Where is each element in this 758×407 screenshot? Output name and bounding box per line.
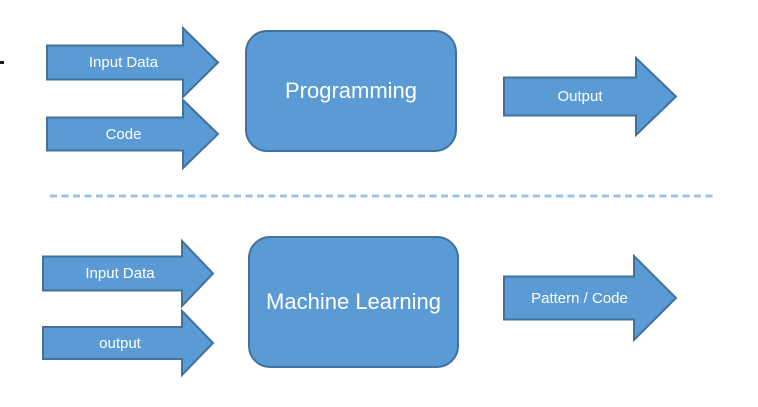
input-data-arrow-bottom: Input Data bbox=[42, 238, 215, 309]
output-arrow-top: Output bbox=[503, 55, 678, 138]
edge-artifact-dash bbox=[0, 61, 4, 64]
divider-dashed-line bbox=[50, 194, 716, 198]
programming-box: Programming bbox=[245, 30, 457, 152]
input-data-arrow-top: Input Data bbox=[46, 25, 220, 100]
right-block-arrow-icon bbox=[46, 25, 220, 100]
right-block-arrow-icon bbox=[42, 238, 215, 309]
right-block-arrow-icon bbox=[46, 97, 220, 171]
machine-learning-box-label: Machine Learning bbox=[266, 289, 441, 314]
pattern-code-arrow: Pattern / Code bbox=[503, 253, 678, 343]
machine-learning-box: Machine Learning bbox=[248, 236, 459, 368]
right-block-arrow-icon bbox=[503, 55, 678, 138]
right-block-arrow-icon bbox=[503, 253, 678, 343]
right-block-arrow-icon bbox=[42, 308, 215, 378]
output-arrow-bottom-input: output bbox=[42, 308, 215, 378]
code-arrow-top: Code bbox=[46, 97, 220, 171]
programming-box-label: Programming bbox=[284, 78, 418, 103]
